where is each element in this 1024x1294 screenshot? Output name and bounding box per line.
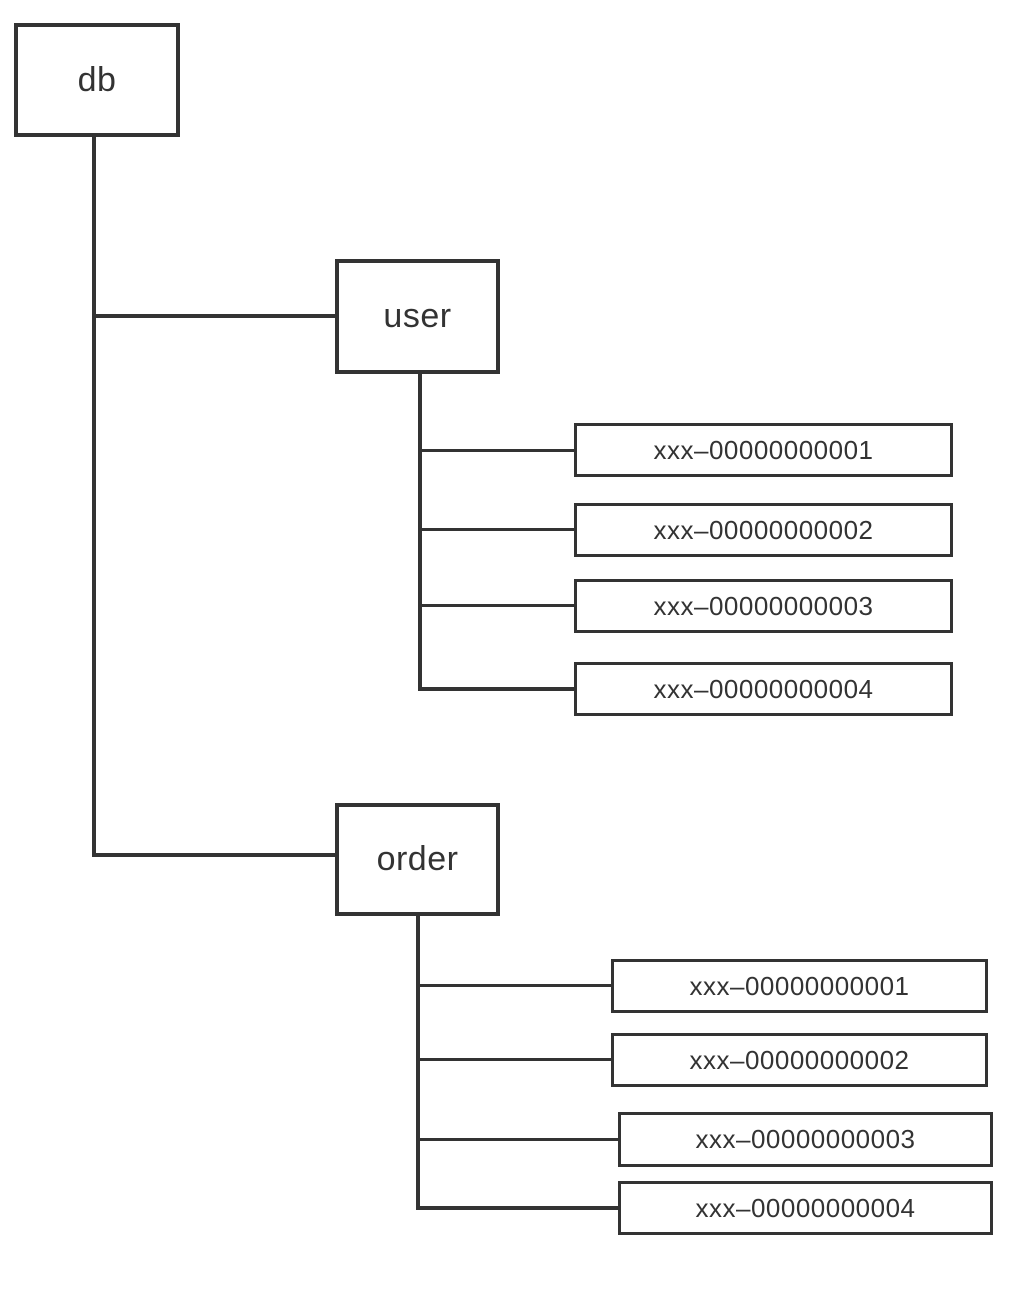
leaf-order-3-label: xxx–00000000003 — [695, 1124, 916, 1154]
connector-db-trunk — [92, 137, 96, 857]
leaf-user-3-label: xxx–00000000003 — [653, 590, 874, 621]
leaf-order-2-label: xxx–00000000002 — [689, 1044, 910, 1075]
node-order: order — [335, 803, 500, 916]
node-user: user — [335, 259, 500, 374]
connector-order-leaf-1 — [418, 984, 611, 987]
connector-db-to-order — [92, 853, 335, 857]
connector-order-leaf-3 — [418, 1138, 618, 1141]
leaf-user-1-label: xxx–00000000001 — [653, 434, 874, 465]
connector-user-leaf-2 — [420, 528, 574, 531]
connector-order-leaf-4 — [416, 1206, 618, 1210]
leaf-order-1: xxx–00000000001 — [611, 959, 988, 1013]
node-db: db — [14, 23, 180, 137]
connector-user-leaf-3 — [420, 604, 574, 607]
connector-order-leaf-2 — [418, 1058, 611, 1061]
leaf-user-4-label: xxx–00000000004 — [653, 673, 874, 704]
connector-user-leaf-4 — [418, 687, 574, 691]
connector-order-trunk — [416, 916, 420, 1210]
leaf-user-1: xxx–00000000001 — [574, 423, 953, 477]
leaf-user-4: xxx–00000000004 — [574, 662, 953, 716]
node-order-label: order — [376, 840, 459, 878]
leaf-order-1-label: xxx–00000000001 — [689, 970, 910, 1001]
node-user-label: user — [383, 297, 452, 335]
leaf-order-4-label: xxx–00000000004 — [695, 1192, 916, 1223]
node-db-label: db — [77, 60, 117, 99]
leaf-user-2: xxx–00000000002 — [574, 503, 953, 557]
connector-db-to-user — [92, 314, 335, 318]
leaf-user-3: xxx–00000000003 — [574, 579, 953, 633]
leaf-user-2-label: xxx–00000000002 — [653, 514, 874, 545]
leaf-order-2: xxx–00000000002 — [611, 1033, 988, 1087]
connector-user-leaf-1 — [420, 449, 574, 452]
leaf-order-3: xxx–00000000003 — [618, 1112, 993, 1167]
connector-user-trunk — [418, 374, 422, 691]
leaf-order-4: xxx–00000000004 — [618, 1181, 993, 1235]
